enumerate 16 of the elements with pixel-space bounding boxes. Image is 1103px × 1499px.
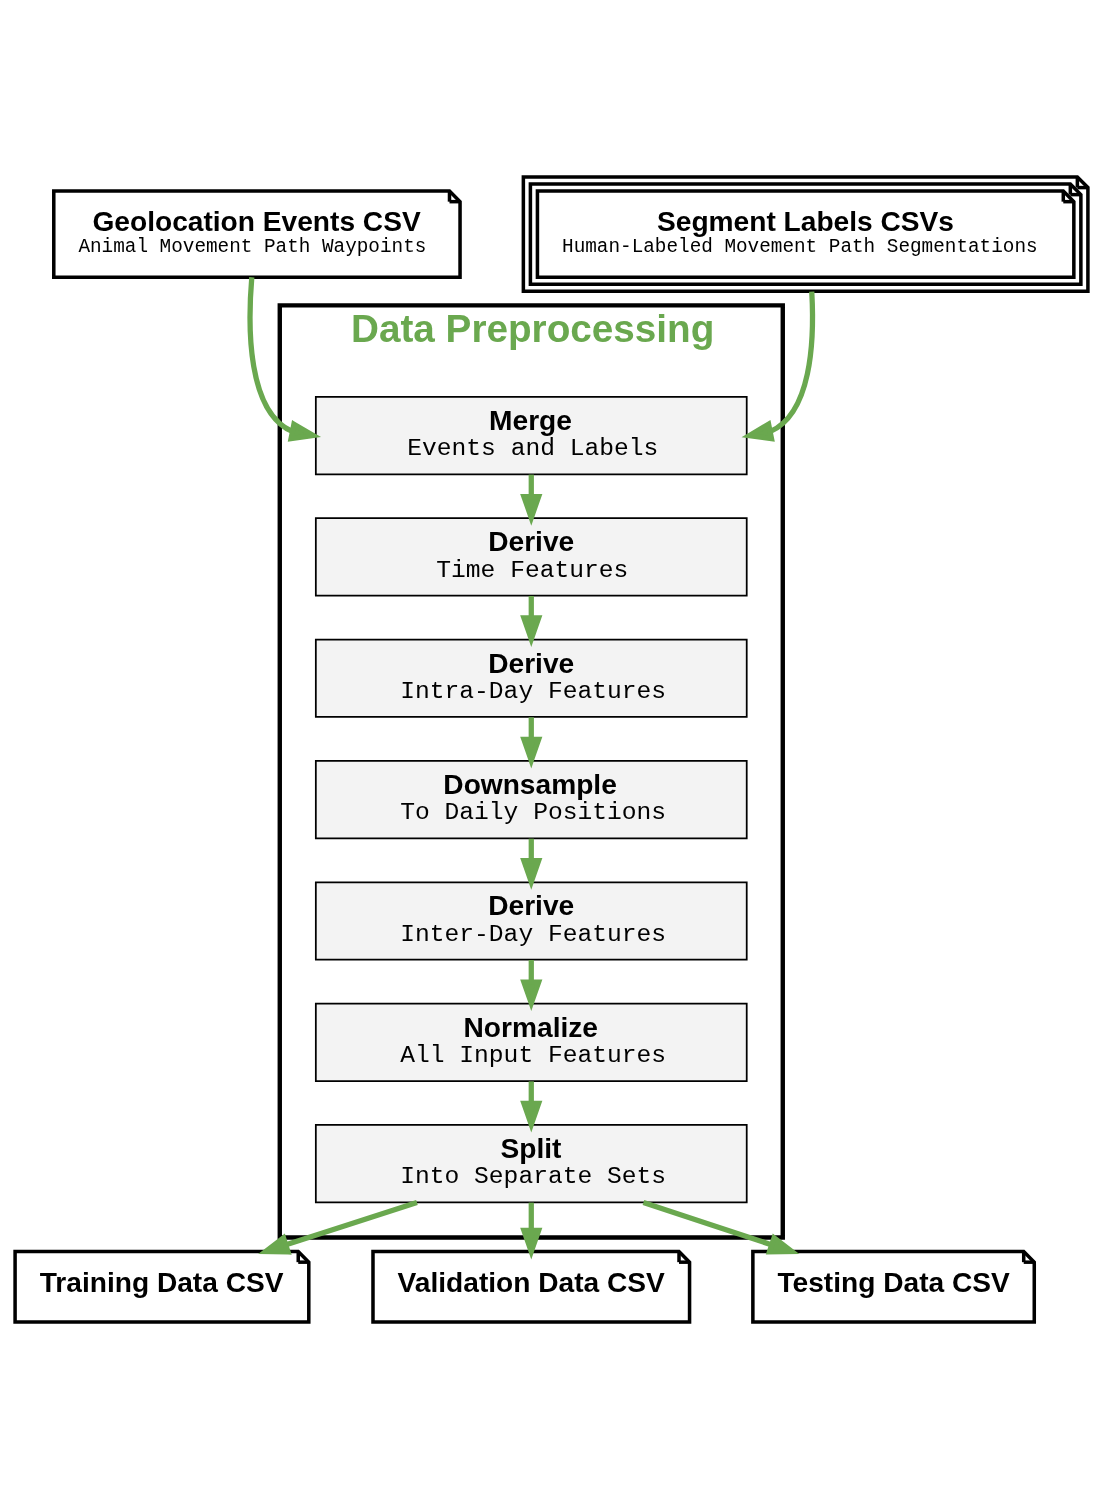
arrow [247, 277, 322, 442]
arrow [520, 595, 543, 648]
arrow [741, 291, 816, 442]
node-box: Normalize All Input Features [314, 1002, 748, 1082]
arrow [520, 1202, 543, 1260]
node-box: Derive Intra-Day Features [314, 638, 748, 718]
node-box: Derive Time Features [314, 517, 748, 597]
arrow [520, 960, 543, 1012]
node-box: Merge Events and Labels [314, 396, 748, 476]
arrow [520, 1081, 543, 1133]
arrow [520, 474, 543, 526]
node-box: Derive Inter-Day Features [314, 881, 748, 961]
node-box: Split Into Separate Sets [314, 1124, 748, 1204]
arrow [520, 838, 543, 890]
arrow [520, 717, 543, 769]
node-box: Downsample To Daily Positions [314, 760, 748, 840]
